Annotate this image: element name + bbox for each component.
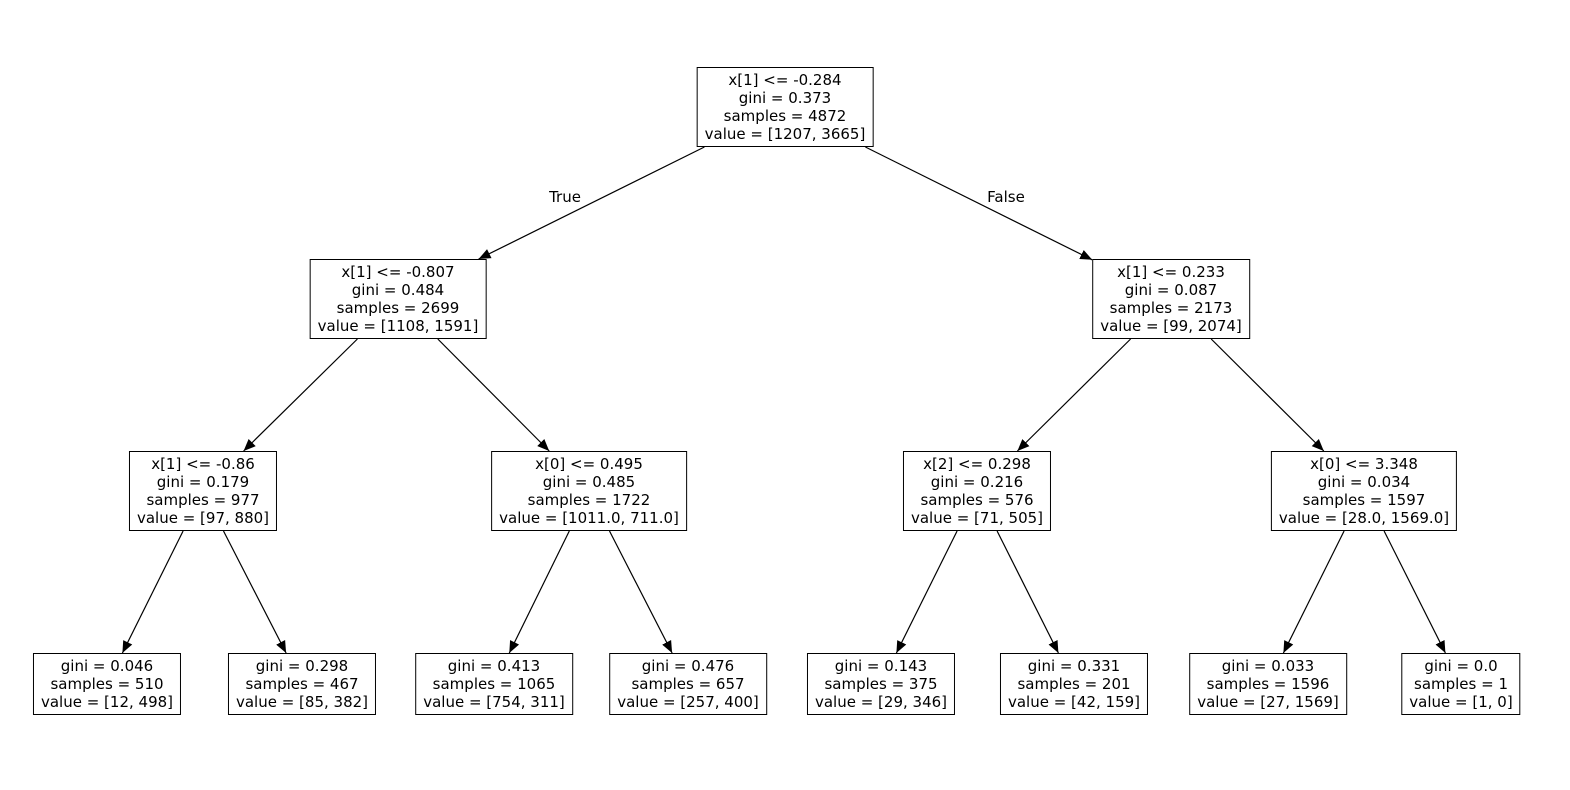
tree-edge [478, 146, 705, 260]
edge-label-false: False [985, 188, 1027, 206]
node-samples: samples = 467 [245, 675, 359, 693]
node-gini: gini = 0.046 [60, 657, 154, 675]
tree-edge [608, 530, 673, 654]
tree-leaf-8: gini = 0.0 samples = 1 value = [1, 0] [1401, 653, 1521, 715]
node-value: value = [42, 159] [1007, 693, 1141, 711]
node-gini: gini = 0.484 [351, 281, 445, 299]
tree-leaf-6: gini = 0.331 samples = 201 value = [42, … [999, 653, 1149, 715]
node-samples: samples = 2173 [1109, 299, 1233, 317]
node-value: value = [754, 311] [423, 693, 565, 711]
node-value: value = [1011.0, 711.0] [499, 509, 679, 527]
node-samples: samples = 201 [1017, 675, 1131, 693]
node-gini: gini = 0.331 [1027, 657, 1121, 675]
node-value: value = [99, 2074] [1100, 317, 1242, 335]
node-value: value = [28.0, 1569.0] [1278, 509, 1450, 527]
node-samples: samples = 657 [631, 675, 745, 693]
tree-edge [222, 530, 287, 654]
tree-node-root: x[1] <= -0.284 gini = 0.373 samples = 48… [696, 67, 874, 147]
node-samples: samples = 977 [146, 491, 260, 509]
node-split-condition: x[1] <= 0.233 [1117, 263, 1225, 281]
node-value: value = [1, 0] [1409, 693, 1513, 711]
node-samples: samples = 1722 [527, 491, 651, 509]
tree-edge [1282, 530, 1345, 654]
node-value: value = [1108, 1591] [317, 317, 479, 335]
node-gini: gini = 0.034 [1317, 473, 1411, 491]
node-samples: samples = 1065 [432, 675, 556, 693]
node-value: value = [257, 400] [617, 693, 759, 711]
tree-node-depth2-2: x[0] <= 0.495 gini = 0.485 samples = 172… [491, 451, 687, 531]
node-value: value = [71, 505] [910, 509, 1044, 527]
tree-edge [1383, 530, 1446, 654]
node-gini: gini = 0.373 [738, 89, 832, 107]
tree-edge [1210, 338, 1325, 452]
node-split-condition: x[0] <= 3.348 [1310, 455, 1418, 473]
tree-node-depth1-left: x[1] <= -0.807 gini = 0.484 samples = 26… [309, 259, 487, 339]
node-value: value = [97, 880] [136, 509, 270, 527]
tree-edge [121, 530, 184, 654]
node-split-condition: x[1] <= -0.807 [341, 263, 455, 281]
tree-edge [1016, 338, 1132, 452]
tree-node-depth2-4: x[0] <= 3.348 gini = 0.034 samples = 159… [1270, 451, 1458, 531]
node-gini: gini = 0.476 [641, 657, 735, 675]
tree-leaf-1: gini = 0.046 samples = 510 value = [12, … [32, 653, 182, 715]
node-split-condition: x[0] <= 0.495 [535, 455, 643, 473]
tree-edge [895, 530, 958, 654]
tree-leaf-3: gini = 0.413 samples = 1065 value = [754… [415, 653, 573, 715]
tree-leaf-5: gini = 0.143 samples = 375 value = [29, … [806, 653, 956, 715]
node-samples: samples = 1597 [1302, 491, 1426, 509]
node-gini: gini = 0.298 [255, 657, 349, 675]
node-gini: gini = 0.216 [930, 473, 1024, 491]
node-gini: gini = 0.0 [1424, 657, 1498, 675]
node-value: value = [1207, 3665] [704, 125, 866, 143]
tree-node-depth2-1: x[1] <= -0.86 gini = 0.179 samples = 977… [128, 451, 278, 531]
node-gini: gini = 0.179 [156, 473, 250, 491]
node-samples: samples = 4872 [723, 107, 847, 125]
node-split-condition: x[1] <= -0.86 [151, 455, 255, 473]
tree-edge [996, 530, 1059, 654]
node-samples: samples = 1596 [1206, 675, 1330, 693]
node-samples: samples = 510 [50, 675, 164, 693]
node-gini: gini = 0.033 [1221, 657, 1315, 675]
tree-edge [437, 338, 550, 452]
tree-node-depth1-right: x[1] <= 0.233 gini = 0.087 samples = 217… [1092, 259, 1250, 339]
node-samples: samples = 375 [824, 675, 938, 693]
node-split-condition: x[2] <= 0.298 [923, 455, 1031, 473]
tree-node-depth2-3: x[2] <= 0.298 gini = 0.216 samples = 576… [902, 451, 1052, 531]
node-value: value = [85, 382] [235, 693, 369, 711]
tree-edge [865, 146, 1093, 261]
tree-leaf-4: gini = 0.476 samples = 657 value = [257,… [609, 653, 767, 715]
node-gini: gini = 0.143 [834, 657, 928, 675]
edge-label-true: True [547, 188, 583, 206]
node-gini: gini = 0.413 [447, 657, 541, 675]
node-gini: gini = 0.485 [542, 473, 636, 491]
node-value: value = [29, 346] [814, 693, 948, 711]
tree-edge [508, 530, 570, 654]
node-value: value = [12, 498] [40, 693, 174, 711]
node-samples: samples = 2699 [336, 299, 460, 317]
tree-leaf-7: gini = 0.033 samples = 1596 value = [27,… [1189, 653, 1347, 715]
node-split-condition: x[1] <= -0.284 [728, 71, 842, 89]
node-value: value = [27, 1569] [1197, 693, 1339, 711]
tree-leaf-2: gini = 0.298 samples = 467 value = [85, … [227, 653, 377, 715]
tree-edge [243, 338, 358, 452]
node-samples: samples = 1 [1414, 675, 1508, 693]
node-gini: gini = 0.087 [1124, 281, 1218, 299]
node-samples: samples = 576 [920, 491, 1034, 509]
